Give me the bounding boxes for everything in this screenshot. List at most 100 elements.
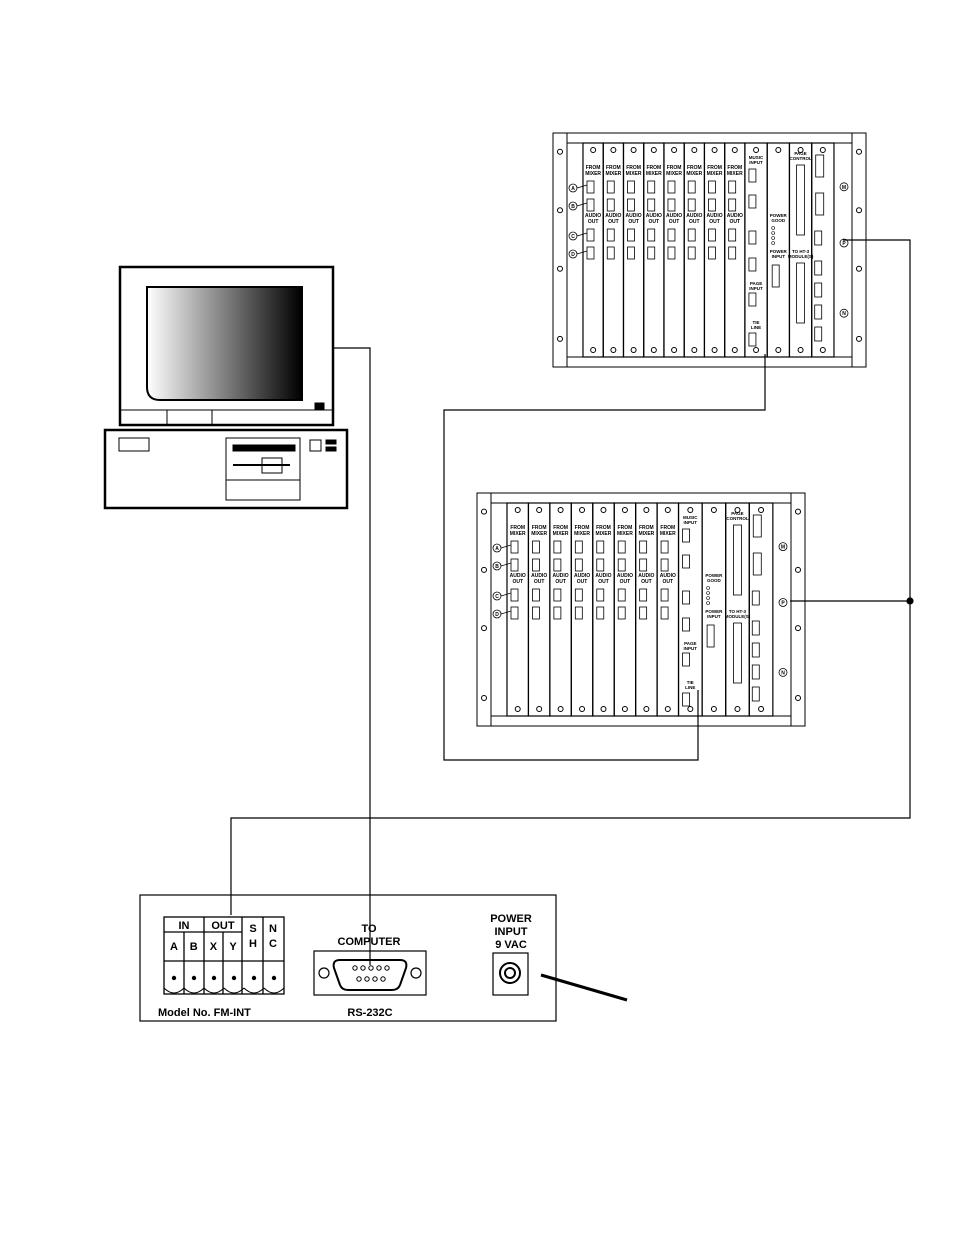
module-screw (734, 706, 741, 712)
from-mixer-label: FROM (687, 165, 702, 171)
from-mixer-label: MIXER (605, 171, 621, 177)
power-good-label: POWER (770, 213, 788, 218)
audio-out-label: AUDIO (617, 573, 633, 579)
to-ht3-label: TO HT-3 (792, 249, 810, 254)
terminal-screw (231, 975, 237, 981)
audio-out-label: AUDIO (605, 213, 621, 219)
terminal-connector (687, 246, 696, 260)
terminal-connector (682, 554, 690, 569)
label-in: IN (179, 920, 190, 932)
terminal-connector (687, 180, 696, 194)
callout-leader (576, 232, 588, 237)
terminal-connector (606, 228, 615, 242)
terminal-connector (667, 180, 676, 194)
terminal-connector (574, 588, 583, 602)
terminal-connector (708, 246, 716, 260)
terminal-connector (627, 246, 635, 260)
terminal-connector (687, 198, 696, 212)
label-sh-bottom: H (249, 938, 257, 950)
db9-pin (352, 965, 358, 971)
terminal-connector (510, 558, 519, 572)
interface-module (748, 502, 774, 717)
callout-m (778, 542, 788, 551)
audio-out-label: AUDIO (531, 573, 547, 579)
rs232c-label: RS-232C (347, 1007, 392, 1019)
rack-mount-hole (557, 148, 563, 155)
terminal-notch (163, 987, 185, 994)
terminal-connector (510, 588, 519, 602)
module-screw (710, 706, 717, 712)
module-screw (819, 147, 826, 153)
terminal-label-y: Y (229, 941, 237, 953)
page-control-label: PAGE (731, 511, 743, 516)
module-screw (650, 147, 657, 153)
terminal-connector (682, 590, 690, 605)
from-mixer-label: FROM (667, 165, 682, 171)
power-label-1: POWER (490, 913, 532, 925)
terminal-label-b: B (190, 941, 198, 953)
junction-dot (906, 597, 914, 605)
rack-ear-left (552, 132, 568, 368)
callout-label: D (495, 612, 499, 618)
db9-connector-icon (313, 950, 427, 996)
rack-mount-hole (557, 335, 563, 342)
music-input-label: MUSIC (683, 515, 698, 520)
tie-line-label: TIE (753, 320, 760, 325)
module-screw (600, 706, 607, 712)
terminal-notch (223, 987, 245, 994)
module-screw (691, 147, 698, 153)
from-mixer-label: MIXER (574, 531, 590, 537)
led-indicator (706, 596, 710, 600)
drive-bay (225, 437, 301, 501)
rack-mount-hole (481, 508, 487, 515)
from-mixer-label: FROM (510, 525, 525, 531)
to-ht3-label: TO HT-3 (729, 609, 747, 614)
terminal-connector (814, 282, 823, 298)
terminal-connector (748, 194, 757, 209)
terminal-connector (748, 168, 757, 183)
wire-computer-rs232 (333, 347, 371, 965)
module-screw (711, 147, 718, 153)
terminal-connector (728, 246, 737, 260)
tie-line-label: TIE (687, 680, 694, 685)
module-screw (775, 147, 782, 153)
audio-out-label: AUDIO (646, 213, 662, 219)
module-screw (687, 507, 694, 513)
wire-fm-bus (230, 239, 911, 915)
power-jack-icon (492, 952, 529, 996)
terminal-connector (647, 198, 656, 212)
callout-m (839, 182, 849, 192)
power-good-label: GOOD (707, 578, 722, 583)
from-mixer-label: MIXER (727, 171, 743, 177)
terminal-connector (660, 540, 669, 554)
module-screw (579, 507, 586, 513)
rack-mount-hole (481, 695, 487, 702)
terminal-connector (748, 230, 757, 245)
from-mixer-label: MIXER (686, 171, 702, 177)
from-mixer-label: FROM (532, 525, 547, 531)
module-screw (758, 507, 765, 513)
power-label-3: 9 VAC (495, 939, 527, 951)
module-screw (579, 706, 586, 712)
from-mixer-label: FROM (646, 165, 661, 171)
callout-leader (576, 250, 588, 255)
db9-pin (372, 976, 378, 982)
terminal-connector (553, 606, 562, 620)
module-screw (536, 706, 543, 712)
from-mixer-label: FROM (660, 525, 675, 531)
terminal-connector (647, 246, 656, 260)
to-computer-label-2: COMPUTER (338, 936, 401, 948)
audio-out-label: OUT (649, 219, 660, 225)
terminal-connector (751, 620, 760, 636)
audio-out-label: AUDIO (626, 213, 642, 219)
terminal-notch (263, 987, 285, 994)
rack-ear-left (476, 492, 492, 727)
from-mixer-label: MIXER (596, 531, 612, 537)
page-input-label: INPUT (749, 286, 763, 291)
terminal-notch (203, 987, 225, 994)
terminal-label-a: A (170, 941, 178, 953)
callout-label: A (571, 186, 575, 192)
terminal-connector (682, 528, 690, 543)
terminal-connector (708, 198, 716, 212)
